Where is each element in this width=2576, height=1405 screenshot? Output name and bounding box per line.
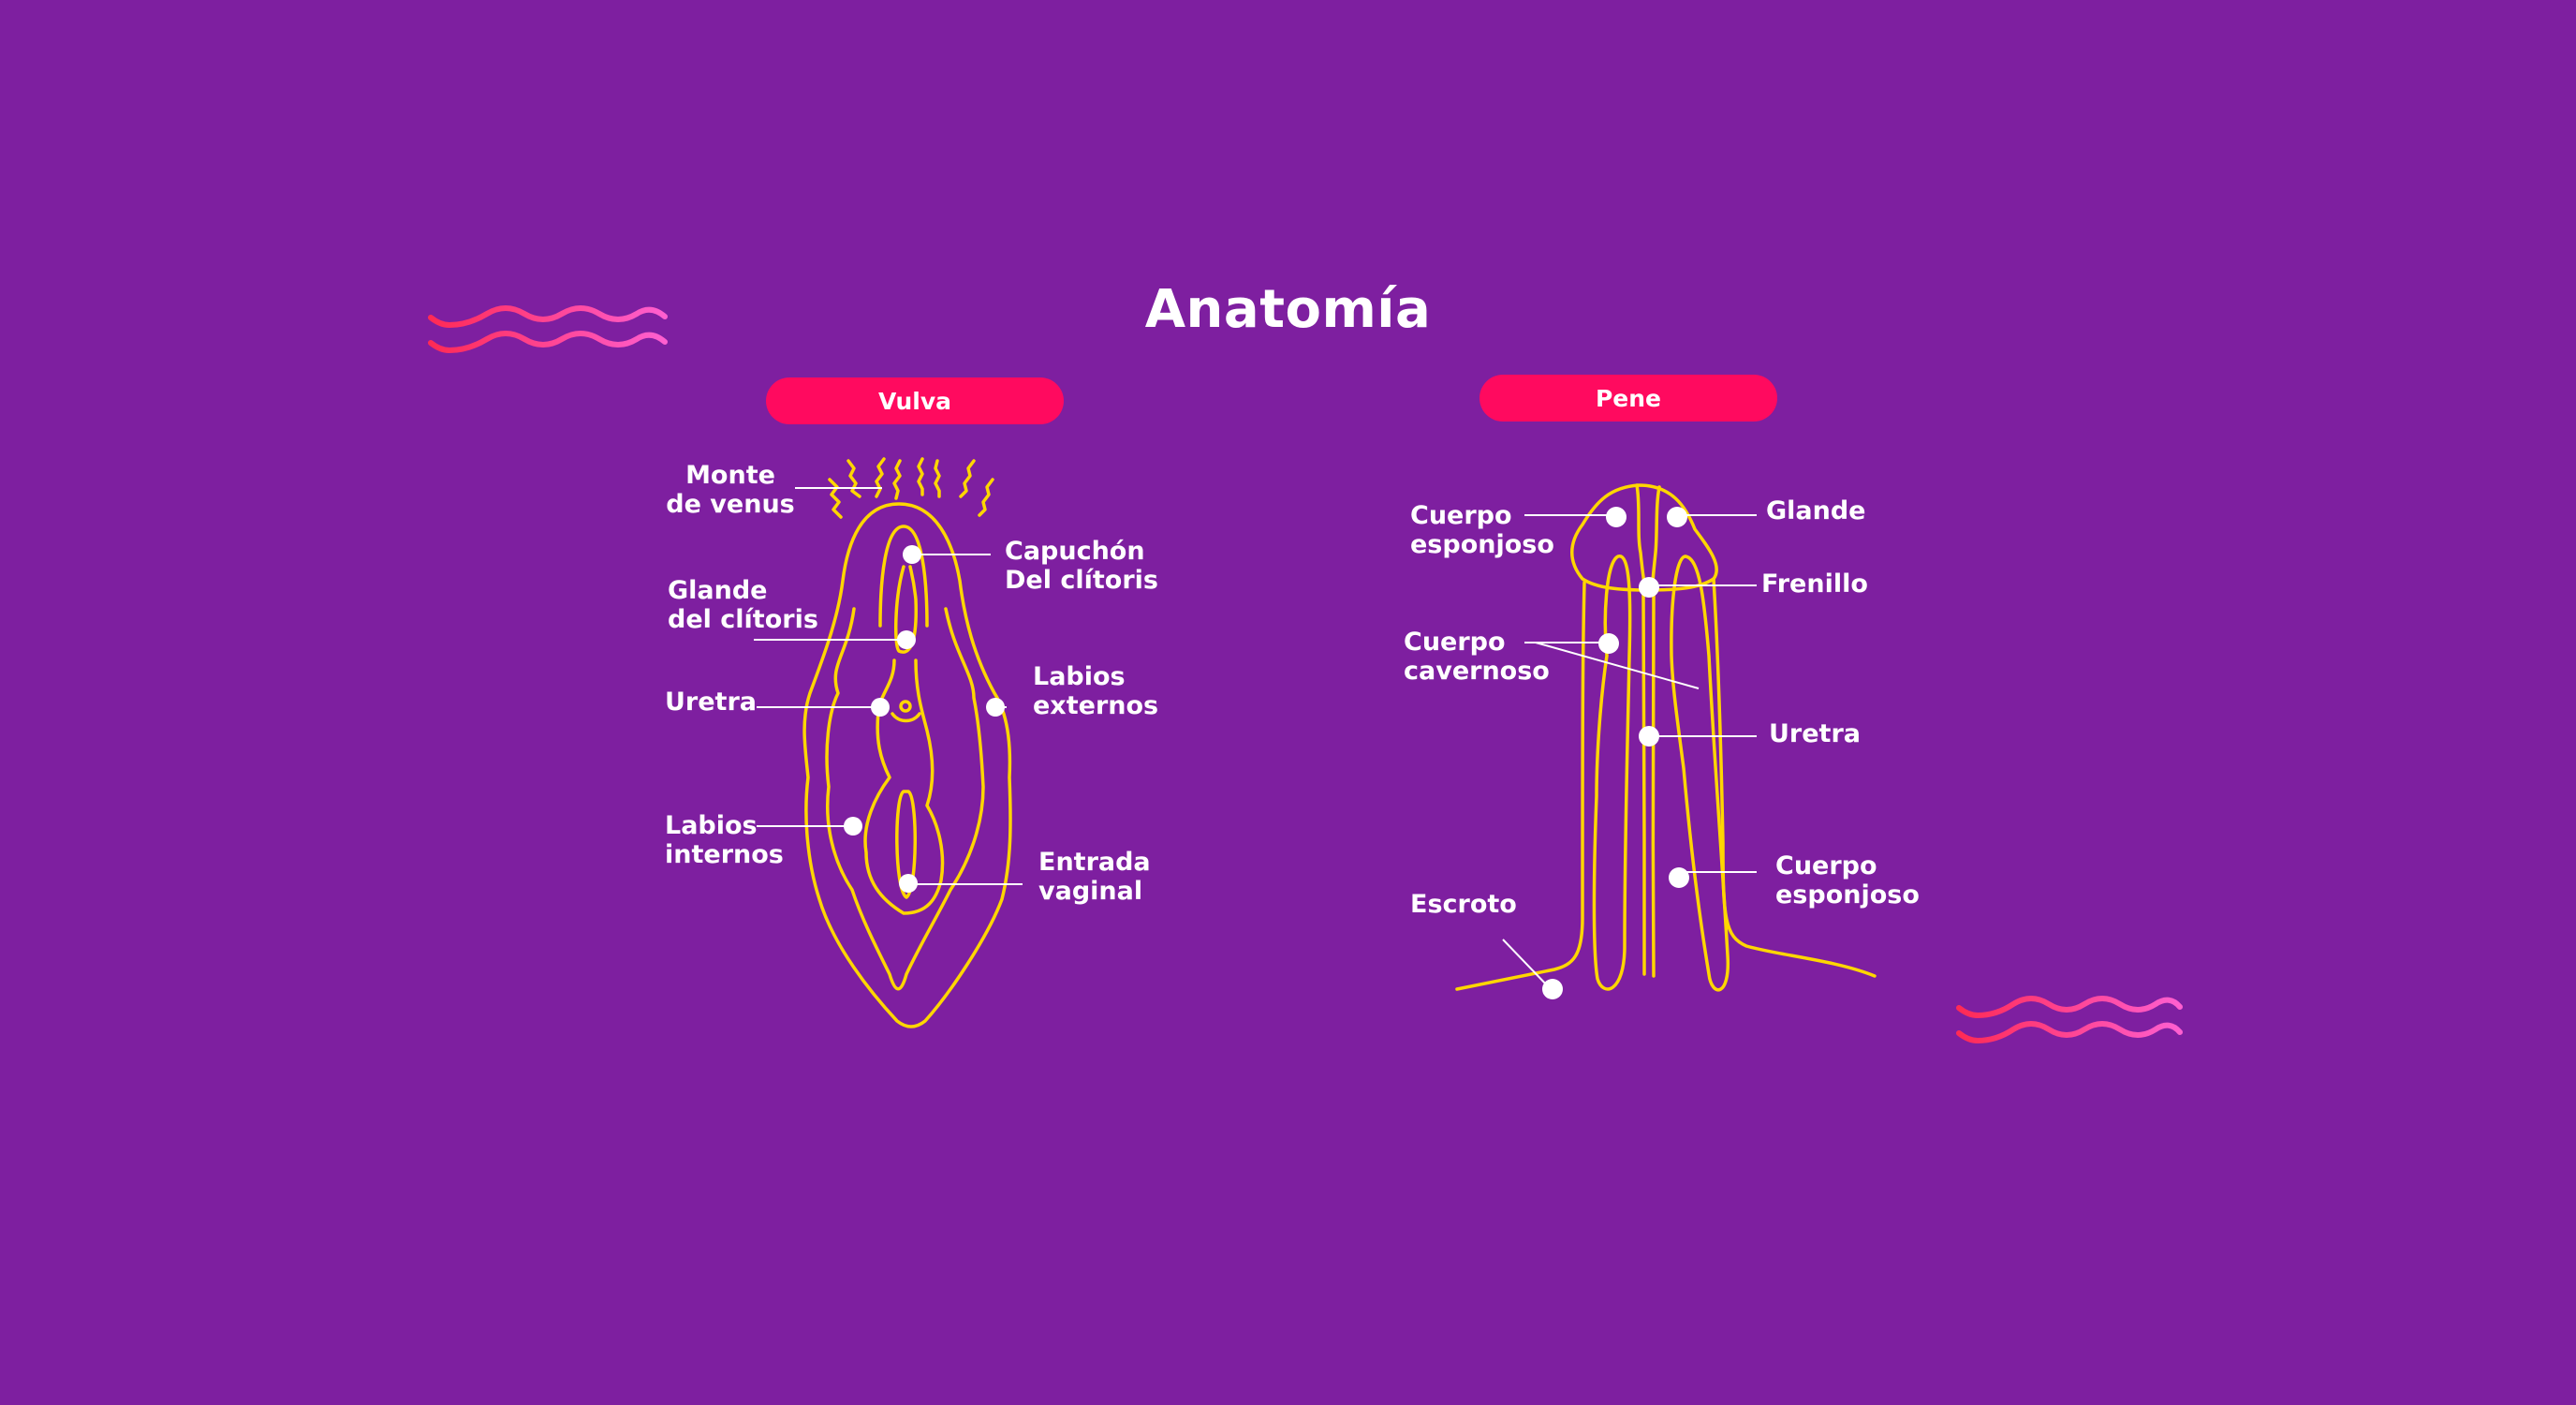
frenillo-dot	[1639, 577, 1659, 598]
labios-internos-dot	[844, 817, 862, 836]
vulva-dots	[844, 545, 1005, 893]
label-cuerpo-cavernoso: Cuerpo cavernoso	[1404, 628, 1550, 686]
label-monte-de-venus: Monte de venus	[666, 461, 795, 519]
uretra-dot	[1639, 726, 1659, 747]
wave-icon	[428, 305, 668, 354]
label-cuerpo-esponjoso-bottom: Cuerpo esponjoso	[1775, 851, 1920, 910]
vulva-section-label: Vulva	[878, 387, 951, 415]
cuerpo-cavernoso-dot	[1598, 633, 1619, 654]
glande-dot	[1667, 507, 1687, 527]
pubic-hair-icon	[828, 457, 994, 519]
labios-externos-dot	[986, 698, 1005, 717]
vulva-diagram	[802, 457, 1012, 1028]
label-uretra-pene: Uretra	[1769, 719, 1861, 748]
pene-section-label: Pene	[1595, 384, 1662, 412]
pene-dots	[1542, 507, 1689, 999]
label-uretra: Uretra	[665, 688, 757, 717]
glande-clitoris-dot	[897, 630, 916, 649]
label-labios-externos: Labios externos	[1033, 662, 1159, 720]
label-escroto: Escroto	[1410, 890, 1517, 919]
cuerpo-esponjoso-top-dot	[1606, 507, 1627, 527]
pene-section-button[interactable]: Pene	[1479, 375, 1777, 422]
page-title: Anatomía	[1144, 279, 1432, 340]
label-entrada-vaginal: Entrada vaginal	[1038, 848, 1151, 906]
pene-callouts	[1502, 514, 1757, 989]
label-glande: Glande	[1766, 496, 1866, 525]
label-labios-internos: Labios internos	[665, 811, 784, 869]
label-cuerpo-esponjoso-top: Cuerpo esponjoso	[1410, 501, 1554, 559]
cuerpo-esponjoso-bottom-dot	[1669, 867, 1689, 888]
wave-icon	[1956, 996, 2183, 1044]
uretra-dot	[871, 698, 890, 717]
entrada-vaginal-dot	[899, 874, 918, 893]
escroto-dot	[1542, 979, 1563, 999]
label-frenillo: Frenillo	[1761, 569, 1868, 599]
vulva-callouts	[754, 487, 1023, 885]
vulva-section-button[interactable]: Vulva	[766, 377, 1064, 424]
label-capuchon-del-clitoris: Capuchón Del clítoris	[1005, 537, 1158, 595]
capuchon-dot	[903, 545, 921, 564]
label-glande-del-clitoris: Glande del clítoris	[668, 576, 818, 634]
